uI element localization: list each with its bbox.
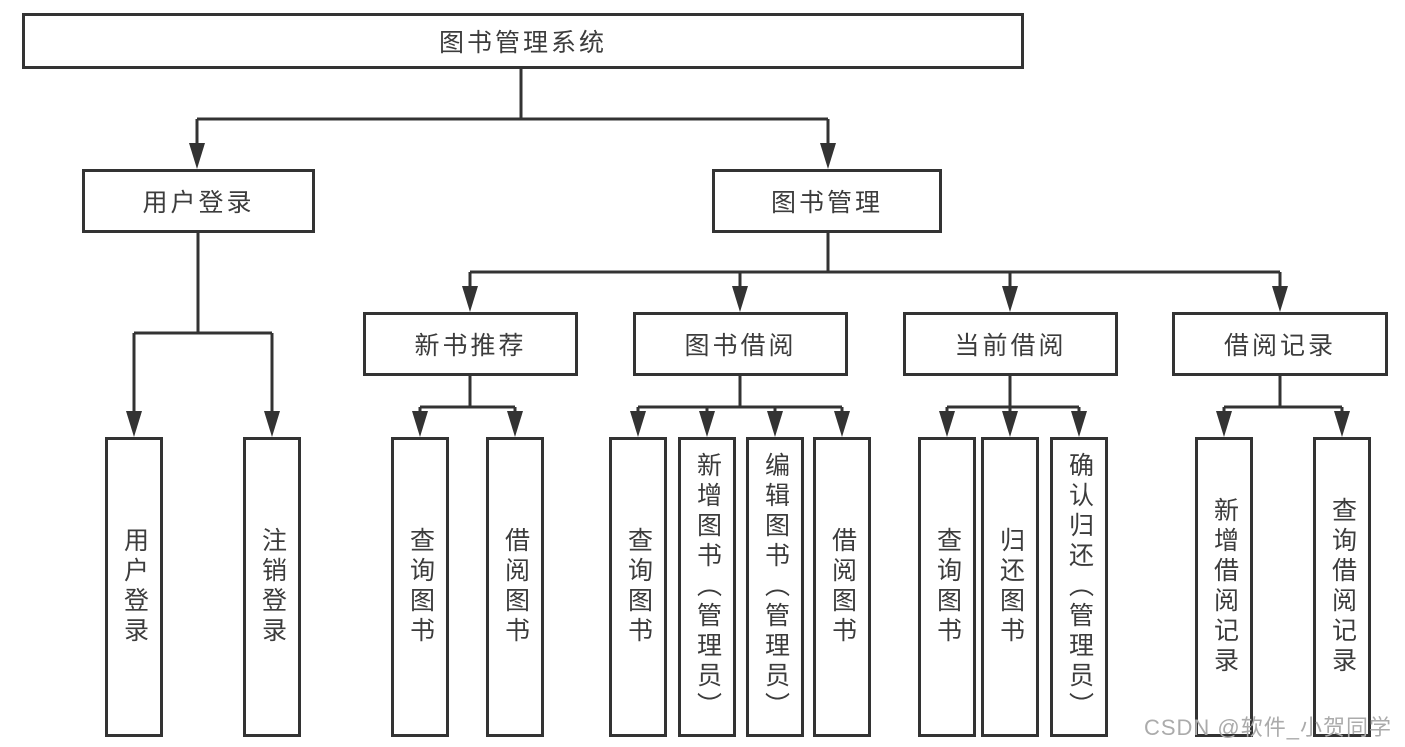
node-user-login: 用户登录 (82, 169, 315, 233)
leaf-add-borrow-record: 新增借阅记录 (1195, 437, 1253, 737)
node-library-management-system: 图书管理系统 (22, 13, 1024, 69)
leaf-label: 用户登录 (120, 527, 149, 647)
leaf-label: 查询借阅记录 (1328, 497, 1357, 677)
leaf-query-borrow-record: 查询借阅记录 (1313, 437, 1371, 737)
node-label: 图书借阅 (684, 332, 797, 360)
leaf-add-books-admin: 新增图书（管理员） (678, 437, 736, 737)
leaf-label: 查询图书 (624, 527, 653, 647)
leaf-query-books-recommend: 查询图书 (391, 437, 449, 737)
node-current-borrowing: 当前借阅 (903, 312, 1118, 376)
node-new-book-recommend: 新书推荐 (363, 312, 578, 376)
node-borrowing-records: 借阅记录 (1172, 312, 1388, 376)
leaf-user-login: 用户登录 (105, 437, 163, 737)
leaf-label: 确认归还（管理员） (1065, 452, 1094, 722)
leaf-borrow-books-borrowing: 借阅图书 (813, 437, 871, 737)
leaf-label: 借阅图书 (501, 527, 530, 647)
leaf-label: 查询图书 (933, 527, 962, 647)
leaf-logout: 注销登录 (243, 437, 301, 737)
node-book-management: 图书管理 (712, 169, 942, 233)
node-book-borrowing: 图书借阅 (633, 312, 848, 376)
node-label: 用户登录 (142, 189, 255, 217)
leaf-borrow-books-recommend: 借阅图书 (486, 437, 544, 737)
leaf-confirm-return-admin: 确认归还（管理员） (1050, 437, 1108, 737)
leaf-label: 查询图书 (406, 527, 435, 647)
node-label: 当前借阅 (954, 332, 1067, 360)
leaf-query-books-borrowing: 查询图书 (609, 437, 667, 737)
leaf-query-books-current: 查询图书 (918, 437, 976, 737)
leaf-label: 编辑图书（管理员） (761, 452, 790, 722)
node-label: 图书管理 (770, 189, 883, 217)
leaf-edit-books-admin: 编辑图书（管理员） (746, 437, 804, 737)
node-label: 新书推荐 (414, 332, 527, 360)
node-label: 图书管理系统 (438, 29, 607, 57)
leaf-label: 新增借阅记录 (1210, 497, 1239, 677)
leaf-label: 归还图书 (996, 527, 1025, 647)
leaf-label: 新增图书（管理员） (693, 452, 722, 722)
leaf-label: 借阅图书 (828, 527, 857, 647)
leaf-return-books: 归还图书 (981, 437, 1039, 737)
node-label: 借阅记录 (1223, 332, 1336, 360)
csdn-watermark: CSDN @软件_小贺同学 (1143, 715, 1392, 740)
leaf-label: 注销登录 (258, 527, 287, 647)
